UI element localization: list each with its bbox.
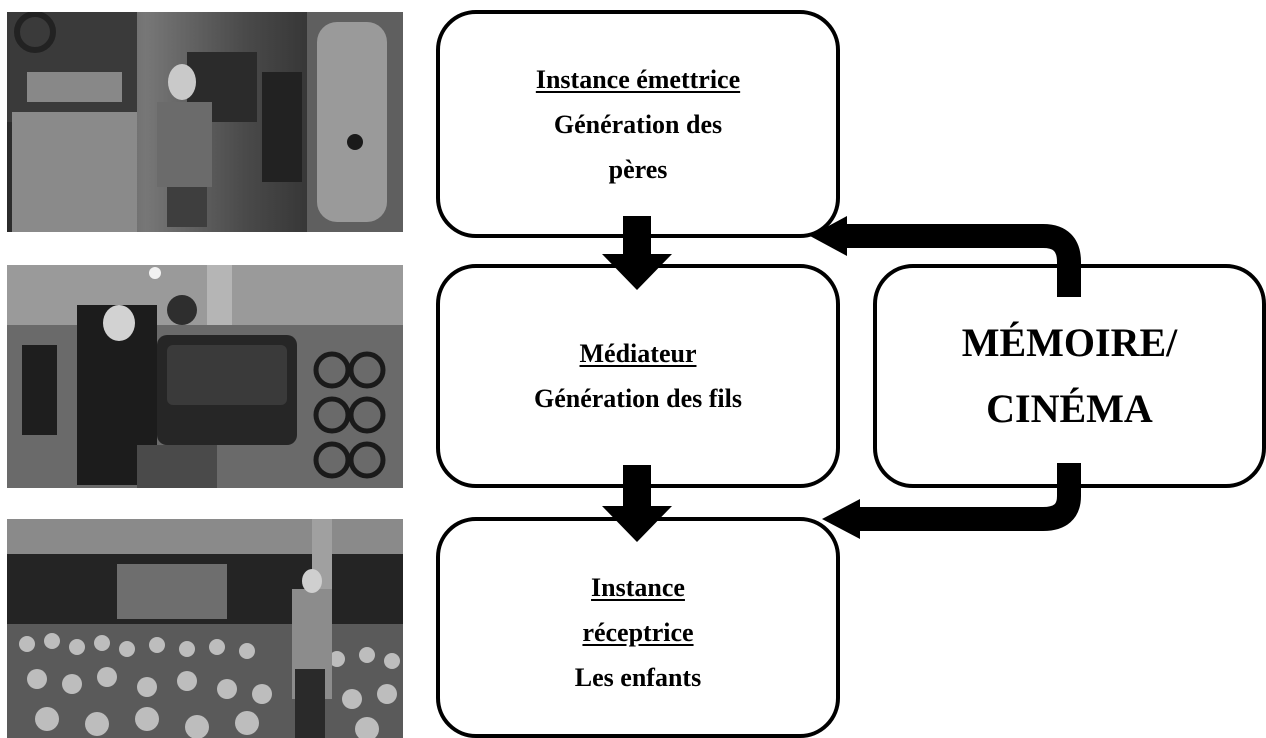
instance-receptrice-title-2: réceptrice bbox=[582, 618, 694, 647]
instance-receptrice-title-1: Instance bbox=[591, 573, 685, 602]
cinema-text: CINÉMA bbox=[986, 386, 1153, 431]
generation-fils-text: Génération des fils bbox=[534, 384, 742, 413]
film-still-children-audience bbox=[7, 519, 403, 738]
mediateur-title: Médiateur bbox=[579, 339, 697, 368]
box-instance-receptrice: Instance réceptrice Les enfants bbox=[436, 517, 840, 738]
box-mediateur: Médiateur Génération des fils bbox=[436, 264, 840, 488]
film-still-projectionist-father bbox=[7, 12, 403, 232]
generation-peres-line-2: pères bbox=[608, 154, 668, 184]
box-memoire-cinema: MÉMOIRE/ CINÉMA bbox=[873, 264, 1266, 488]
box-instance-emettrice: Instance émettrice Génération des pères bbox=[436, 10, 840, 238]
memoire-text: MÉMOIRE/ bbox=[961, 320, 1178, 365]
les-enfants-text: Les enfants bbox=[574, 663, 702, 692]
film-still-projector-son bbox=[7, 265, 403, 488]
generation-peres-line-1: Génération des bbox=[553, 109, 723, 139]
instance-emettrice-title: Instance émettrice bbox=[535, 64, 741, 94]
